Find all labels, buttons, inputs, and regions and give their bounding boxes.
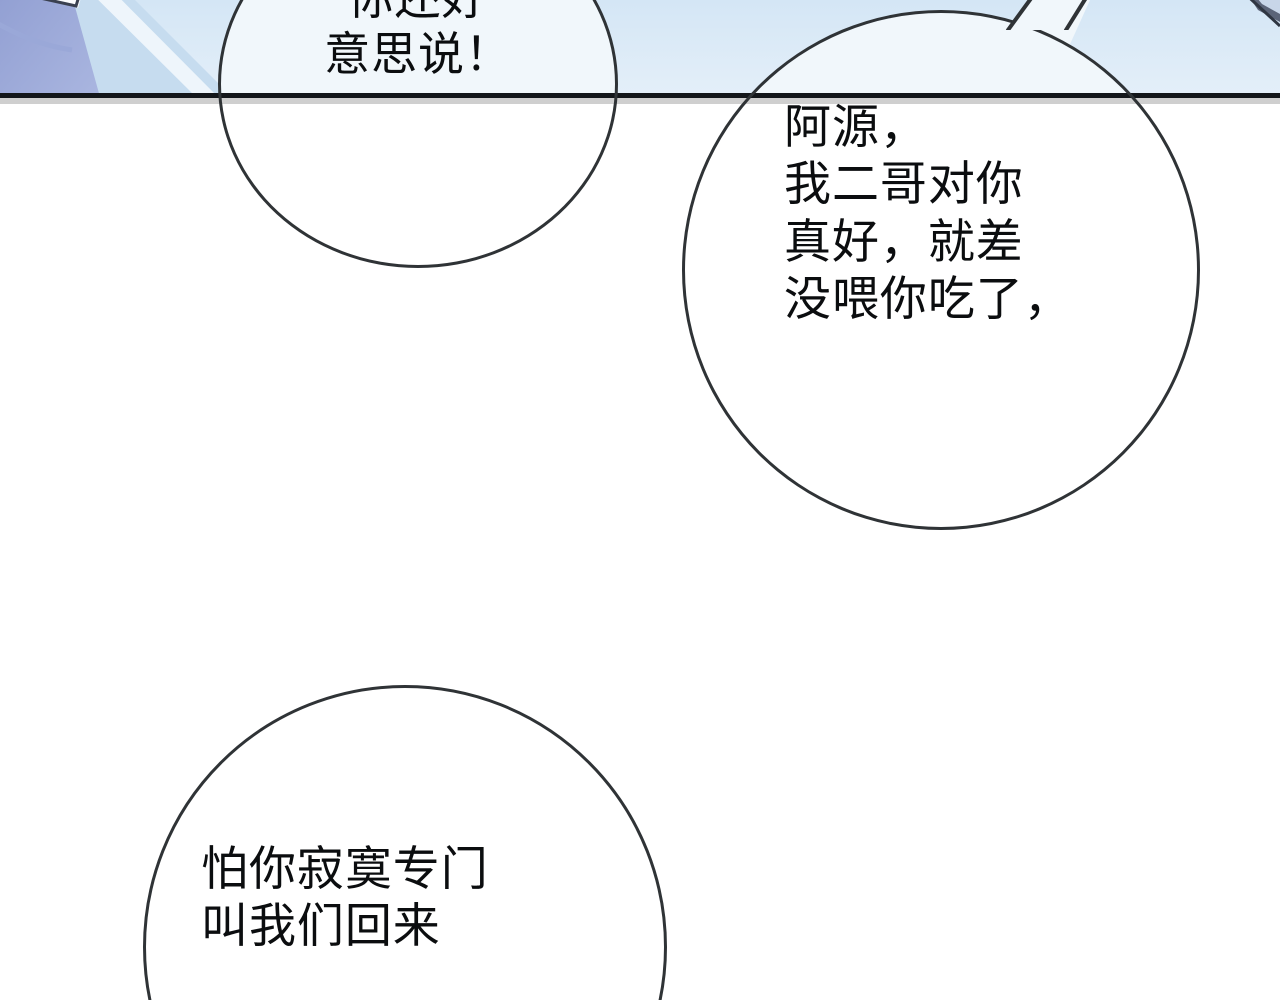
character-cloth-dark <box>0 0 100 97</box>
character-collar-line <box>42 0 80 8</box>
character-shoulder-highlight <box>98 0 218 97</box>
panel-bottom-border <box>0 93 1280 98</box>
corner-accent-line <box>1249 0 1280 28</box>
speech-bubble-right <box>682 10 1200 530</box>
speech-bubble-right-tail <box>1006 0 1088 30</box>
panel-bottom-shadow <box>0 98 1280 104</box>
character-cloth-fold <box>0 22 73 53</box>
corner-accent-light <box>1258 0 1280 14</box>
